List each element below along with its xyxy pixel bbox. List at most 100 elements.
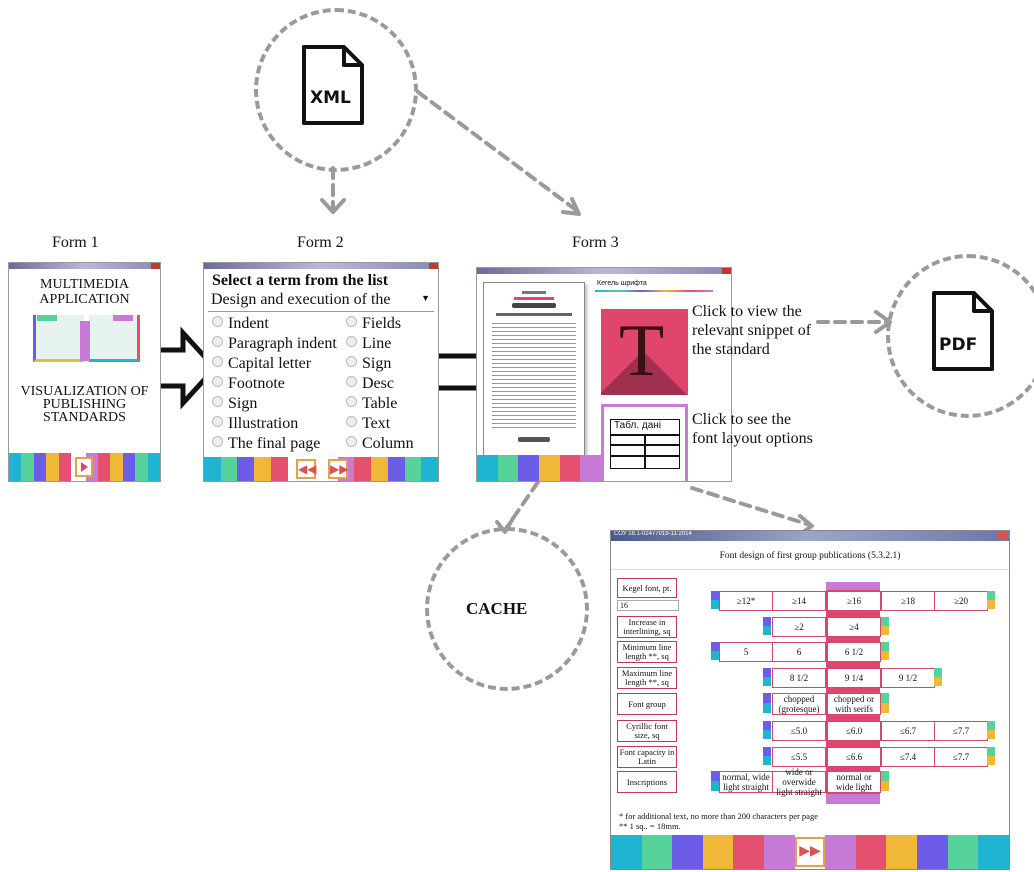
radio-icon [346,336,357,347]
row-label-min-line: Minimum line length **, sq [617,641,677,663]
row-end-marker [881,693,889,713]
row-label-interlining: Increase in interlining, sq [617,616,677,638]
hint-font-layout: Click to see the font layout options [692,411,813,447]
term-column[interactable]: Column [346,435,414,453]
term-paragraph-indent[interactable]: Paragraph indent [212,335,337,353]
latin-capacity-cell[interactable]: ≤7.7 [934,747,988,767]
term-dropdown[interactable]: Design and execution of the ▼ [208,291,434,312]
kegel-cell[interactable]: ≥20 [934,591,988,611]
kegel-cell[interactable]: ≥18 [881,591,935,611]
pdf-node [886,254,1034,418]
kegel-cell[interactable]: ≥14 [772,591,826,611]
latin-capacity-cell[interactable]: ≤5.5 [772,747,826,767]
inscriptions-cell[interactable]: wide or overwide light straight [772,767,826,797]
form3-window: Кегель шрифта T Табл. дані [476,267,732,482]
close-icon[interactable] [429,263,438,269]
row-label-cyrillic-size: Cyrillic font size, sq [617,720,677,742]
term-indent[interactable]: Indent [212,315,269,333]
row-end-marker [881,617,889,635]
font-layout-button[interactable]: Табл. дані [601,404,688,481]
cyrillic-size-cell[interactable]: ≤6.7 [881,721,935,741]
form3-label: Form 3 [572,234,619,251]
book-logo [33,315,140,365]
fast-forward-button[interactable]: ▶▶ [328,459,348,479]
form2-label: Form 2 [297,234,344,251]
interlining-cell[interactable]: ≥4 [827,617,881,637]
row-label-kegel: Kegel font, pt. [617,578,677,598]
close-icon[interactable] [997,532,1007,540]
term-label: Table [362,395,398,412]
term-line[interactable]: Line [346,335,391,353]
min-line-cell[interactable]: 6 1/2 [827,642,881,662]
term-label: Footnote [228,375,285,392]
term-footnote[interactable]: Footnote [212,375,285,393]
radio-icon [346,356,357,367]
max-line-cell[interactable]: 8 1/2 [772,668,826,688]
fast-forward-icon: ▶▶ [799,844,821,859]
kegel-cell[interactable]: ≥16 [827,591,881,611]
cyrillic-size-cell[interactable]: ≤6.0 [827,721,881,741]
font-size-tab[interactable]: Кегель шрифта [597,280,647,287]
form1-subtitle: VISUALIZATION OF PUBLISHING STANDARDS [20,384,149,425]
term-label: Sign [228,395,258,412]
radio-icon [346,316,357,327]
rewind-button[interactable]: ◀◀ [296,459,316,479]
kegel-cell[interactable]: ≥12* [719,591,773,611]
radio-icon [346,396,357,407]
term-text[interactable]: Text [346,415,390,433]
radio-icon [212,396,223,407]
selected-column-top [826,582,880,590]
max-line-cell[interactable]: 9 1/2 [881,668,935,688]
latin-capacity-cell[interactable]: ≤6.6 [827,747,881,767]
row-start-marker [711,642,719,660]
max-line-cell[interactable]: 9 1/4 [827,668,881,688]
view-snippet-button[interactable]: T [601,309,688,395]
tab-underline [595,290,713,292]
min-line-cell[interactable]: 6 [772,642,826,662]
term-label: Illustration [228,415,299,432]
table-icon: Табл. дані [610,419,680,469]
form2-titlebar [204,263,438,269]
form3-titlebar [477,268,731,274]
term-label: Column [362,435,414,452]
inscriptions-cell[interactable]: normal or wide light [827,771,881,793]
term-table[interactable]: Table [346,395,397,413]
radio-icon [212,436,223,447]
font-group-cell[interactable]: chopped or with serifs [827,693,881,715]
term-sign[interactable]: Sign [212,395,257,413]
close-icon[interactable] [722,268,731,274]
selected-column-bottom [826,794,880,804]
term-desc[interactable]: Desc [346,375,394,393]
close-icon[interactable] [151,263,160,269]
term-sign-2[interactable]: Sign [346,355,391,373]
pdf-file-icon [932,291,994,371]
next-button[interactable]: ▶▶ [795,837,825,867]
play-button[interactable] [75,457,93,477]
font-design-table-window: СОУ 18.1-02477019-11:2014 Font design of… [610,530,1010,870]
table-window-title: СОУ 18.1-02477019-11:2014 [614,531,692,537]
radio-icon [346,416,357,427]
latin-capacity-cell[interactable]: ≤7.4 [881,747,935,767]
inscriptions-cell[interactable]: normal, wide light straight [719,771,773,793]
term-final-page[interactable]: The final page [212,435,320,453]
min-line-cell[interactable]: 5 [719,642,773,662]
term-label: Text [362,415,391,432]
form3-color-bar [477,455,602,481]
font-group-cell[interactable]: chopped (grotesque) [772,693,826,715]
row-end-marker [934,668,942,686]
cyrillic-size-cell[interactable]: ≤5.0 [772,721,826,741]
fast-forward-icon: ▶▶ [330,462,349,476]
cyrillic-size-cell[interactable]: ≤7.7 [934,721,988,741]
term-capital-letter[interactable]: Capital letter [212,355,311,373]
xml-label: XML [310,88,351,108]
term-fields[interactable]: Fields [346,315,401,333]
kegel-input[interactable]: 16 [617,600,679,611]
rewind-icon: ◀◀ [298,462,317,476]
row-end-marker [881,642,889,660]
footnote-square-unit: ** 1 sq.. = 18mm. [619,821,681,831]
xml-file-icon [302,45,364,125]
interlining-cell[interactable]: ≥2 [772,617,826,637]
term-label: Indent [228,315,269,332]
t-letter-icon: T [619,310,665,392]
term-illustration[interactable]: Illustration [212,415,298,433]
